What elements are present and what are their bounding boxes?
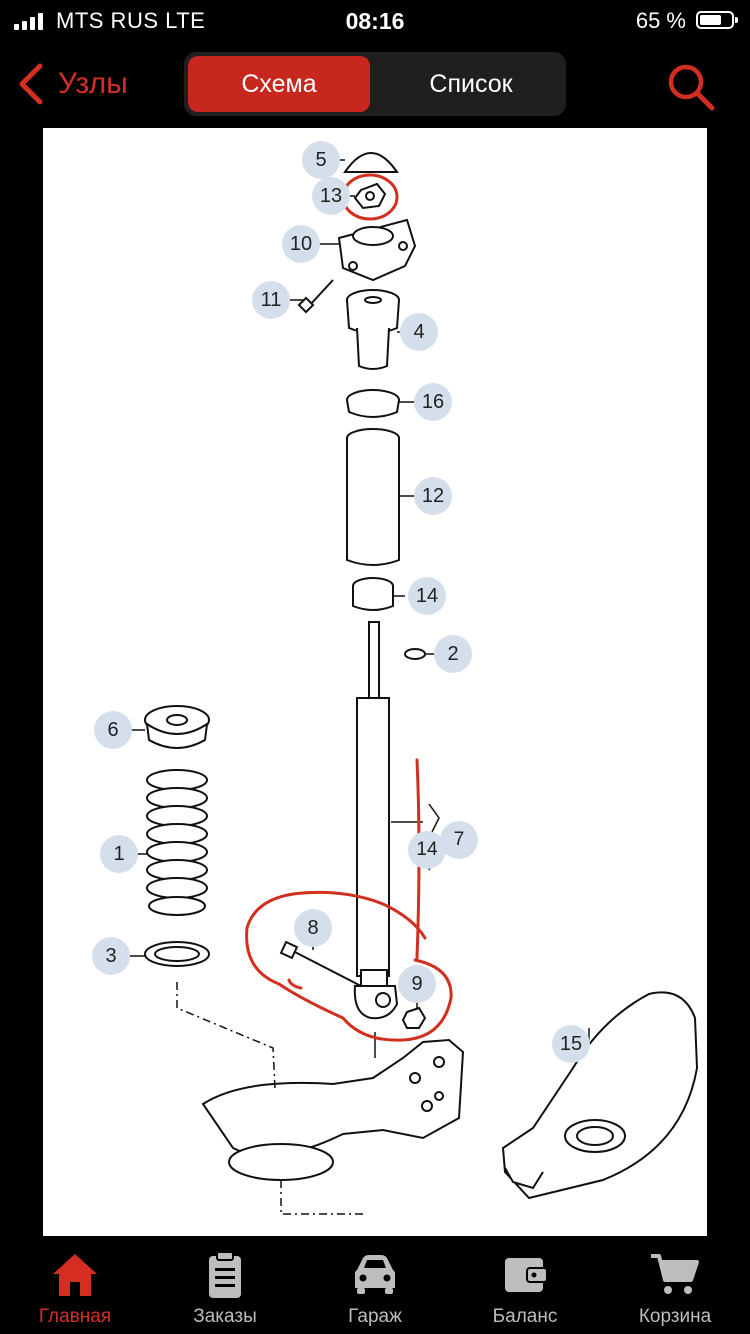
cart-icon [651,1254,699,1294]
view-segmented-control: Схема Список [184,52,566,116]
callout-14-b[interactable]: 14 [408,831,446,869]
exploded-view-drawing [119,152,699,1215]
tab-label: Корзина [638,1306,712,1327]
tab-label: Баланс [492,1306,558,1327]
search-icon[interactable] [666,62,716,112]
callout-9[interactable]: 9 [398,965,436,1003]
status-bar: MTS RUS LTE 08:16 65 % [0,0,750,44]
battery-percent: 65 % [635,8,686,33]
clock: 08:16 [345,8,405,34]
callout-15[interactable]: 15 [552,1025,590,1063]
callout-5[interactable]: 5 [302,141,340,179]
signal-icon [14,12,43,30]
callout-4[interactable]: 4 [400,313,438,351]
callout-3[interactable]: 3 [92,937,130,975]
tab-home[interactable]: Главная [0,1236,150,1334]
tab-garage[interactable]: Гараж [300,1236,450,1334]
callout-13[interactable]: 13 [312,177,350,215]
wallet-icon [505,1258,548,1292]
callout-8[interactable]: 8 [294,909,332,947]
callout-1[interactable]: 1 [100,835,138,873]
back-label: Узлы [58,67,128,100]
clipboard-icon [209,1251,241,1298]
carrier-label: MTS RUS LTE [56,8,206,33]
tab-orders[interactable]: Заказы [150,1236,300,1334]
callout-14[interactable]: 14 [408,577,446,615]
segment-list[interactable]: Список [429,70,513,98]
home-icon [53,1254,97,1296]
callout-16[interactable]: 16 [414,383,452,421]
back-button[interactable]: Узлы [14,58,128,110]
tab-label: Главная [38,1306,112,1327]
battery-icon [696,11,738,29]
nav-bar: Узлы Схема Список [0,44,750,128]
callout-10[interactable]: 10 [282,225,320,263]
segment-scheme[interactable]: Схема [188,56,370,112]
callout-6[interactable]: 6 [94,711,132,749]
callout-12[interactable]: 12 [414,477,452,515]
tab-label: Заказы [193,1306,257,1327]
car-icon [355,1255,395,1294]
callout-7[interactable]: 7 [440,821,478,859]
tab-label: Гараж [348,1306,402,1327]
tab-cart[interactable]: Корзина [600,1236,750,1334]
chevron-left-icon [19,63,43,105]
tab-bar: Главная Заказы Гараж Баланс [0,1236,750,1334]
tab-balance[interactable]: Баланс [450,1236,600,1334]
callout-2[interactable]: 2 [434,635,472,673]
callout-11[interactable]: 11 [252,281,290,319]
parts-diagram[interactable]: 5 13 10 11 4 16 12 14 2 6 14 7 1 8 3 9 1… [43,128,707,1236]
